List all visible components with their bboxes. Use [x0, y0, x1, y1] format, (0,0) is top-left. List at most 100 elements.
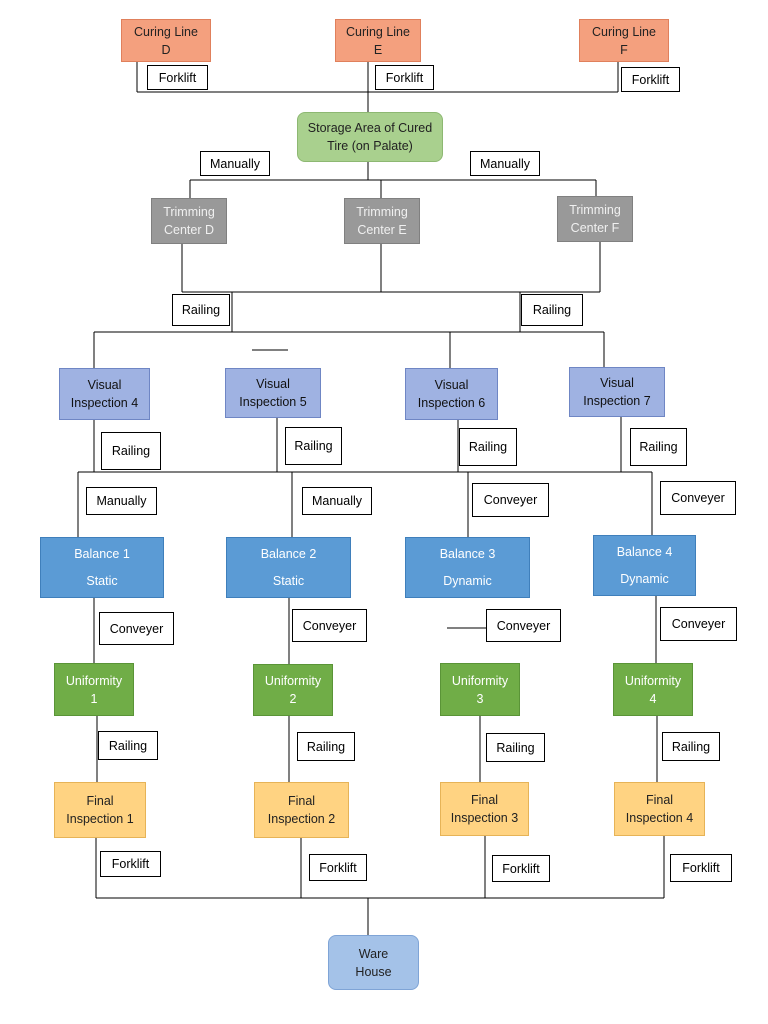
transport-label-manually-b1: Manually — [86, 487, 157, 515]
node-text: Static — [272, 574, 305, 589]
node-text: House — [355, 964, 392, 979]
node-text: Final — [470, 793, 499, 807]
node-text: Visual — [600, 376, 634, 390]
balance-2-node: Balance 2 Static — [226, 537, 351, 598]
transport-label-forklift-w4: Forklift — [670, 854, 732, 882]
node-text: Inspection 7 — [583, 394, 651, 408]
final-inspection-4-node: Final Inspection 4 — [614, 782, 705, 836]
curing-line-e-node: Curing Line E — [335, 19, 421, 62]
node-text: Inspection 4 — [625, 811, 694, 825]
node-text: Curing Line — [592, 24, 656, 39]
node-text: Balance 2 — [260, 546, 317, 561]
balance-1-node: Balance 1 Static — [40, 537, 164, 598]
final-inspection-3-node: Final Inspection 3 — [440, 782, 529, 836]
transport-label-conveyer-u1: Conveyer — [99, 612, 174, 645]
transport-label-forklift-e: Forklift — [375, 65, 434, 90]
transport-label-forklift-w2: Forklift — [309, 854, 367, 881]
node-text: Inspection 4 — [70, 396, 139, 410]
transport-label-forklift-d: Forklift — [147, 65, 208, 90]
node-text: Uniformity — [65, 673, 123, 688]
uniformity-4-node: Uniformity 4 — [613, 663, 693, 716]
transport-label-conveyer-b4: Conveyer — [660, 481, 736, 515]
transport-label-conveyer-u2: Conveyer — [292, 609, 367, 642]
uniformity-3-node: Uniformity 3 — [440, 663, 520, 716]
curing-line-d-node: Curing Line D — [121, 19, 211, 62]
trimming-center-f-node: Trimming Center F — [557, 196, 633, 242]
node-text: Center D — [163, 223, 215, 237]
transport-label-railing-f2: Railing — [297, 732, 355, 761]
node-text: Balance 1 — [74, 546, 130, 561]
node-text: 1 — [90, 691, 98, 706]
node-text: Trimming — [569, 203, 621, 217]
node-text: Visual — [434, 378, 469, 392]
visual-inspection-5-node: Visual Inspection 5 — [225, 368, 321, 418]
transport-label-forklift-f: Forklift — [621, 67, 680, 92]
balance-4-node: Balance 4 Dynamic — [593, 535, 696, 596]
node-text: F — [620, 42, 628, 57]
node-text: Curing Line — [134, 24, 198, 39]
transport-label-conveyer-u4: Conveyer — [660, 607, 737, 641]
node-text: Static — [86, 574, 118, 589]
warehouse-node: Ware House — [328, 935, 419, 990]
node-text: Uniformity — [264, 674, 322, 688]
balance-3-node: Balance 3 Dynamic — [405, 537, 530, 598]
node-text: Curing Line — [346, 24, 410, 39]
node-text: Visual — [87, 378, 122, 392]
transport-label-railing-trim-left: Railing — [172, 294, 230, 326]
transport-label-railing-trim-right: Railing — [521, 294, 583, 326]
node-text: 4 — [649, 691, 657, 706]
trimming-center-e-node: Trimming Center E — [344, 198, 420, 244]
node-text: Inspection 6 — [417, 396, 486, 410]
transport-label-forklift-w3: Forklift — [492, 855, 550, 882]
final-inspection-1-node: Final Inspection 1 — [54, 782, 146, 838]
transport-label-railing-f1: Railing — [98, 731, 158, 760]
node-text: Center F — [570, 221, 620, 235]
node-text: Trimming — [356, 205, 408, 219]
storage-area-node: Storage Area of Cured Tire (on Palate) — [297, 112, 443, 162]
transport-label-manually-left: Manually — [200, 151, 270, 176]
node-text: Trimming — [163, 205, 215, 219]
node-text: Final — [645, 793, 674, 807]
node-text: Inspection 3 — [450, 811, 519, 825]
transport-label-railing-v5: Railing — [285, 427, 342, 465]
transport-label-railing-f3: Railing — [486, 733, 545, 762]
node-text: E — [373, 42, 383, 57]
transport-label-conveyer-u3: Conveyer — [486, 609, 561, 642]
visual-inspection-7-node: Visual Inspection 7 — [569, 367, 665, 417]
transport-label-manually-right: Manually — [470, 151, 540, 176]
trimming-center-d-node: Trimming Center D — [151, 198, 227, 244]
uniformity-2-node: Uniformity 2 — [253, 664, 333, 716]
curing-line-f-node: Curing Line F — [579, 19, 669, 62]
node-text: 2 — [289, 692, 297, 706]
node-text: 3 — [476, 691, 484, 706]
node-text: Inspection 5 — [239, 395, 307, 409]
node-text: Final — [287, 794, 316, 808]
transport-label-railing-v6: Railing — [459, 428, 517, 466]
node-text: Dynamic — [620, 572, 669, 587]
node-text: Ware — [358, 946, 389, 961]
node-text: Storage Area of Cured — [307, 121, 433, 135]
node-text: Balance 4 — [616, 544, 673, 559]
visual-inspection-6-node: Visual Inspection 6 — [405, 368, 498, 420]
node-text: Final — [86, 794, 114, 808]
uniformity-1-node: Uniformity 1 — [54, 663, 134, 716]
transport-label-railing-v4: Railing — [101, 432, 161, 470]
node-text: Uniformity — [451, 673, 509, 688]
node-text: Balance 3 — [439, 546, 496, 561]
transport-label-manually-b2: Manually — [302, 487, 372, 515]
node-text: Inspection 1 — [66, 812, 134, 826]
final-inspection-2-node: Final Inspection 2 — [254, 782, 349, 838]
transport-label-railing-f4: Railing — [662, 732, 720, 761]
transport-label-forklift-w1: Forklift — [100, 851, 161, 877]
node-text: Visual — [256, 377, 290, 391]
transport-label-railing-v7: Railing — [630, 428, 687, 466]
node-text: D — [161, 42, 171, 57]
node-text: Center E — [357, 223, 407, 237]
visual-inspection-4-node: Visual Inspection 4 — [59, 368, 150, 420]
transport-label-conveyer-b3: Conveyer — [472, 483, 549, 517]
node-text: Tire (on Palate) — [327, 139, 413, 153]
node-text: Uniformity — [624, 673, 682, 688]
node-text: Dynamic — [443, 574, 492, 589]
